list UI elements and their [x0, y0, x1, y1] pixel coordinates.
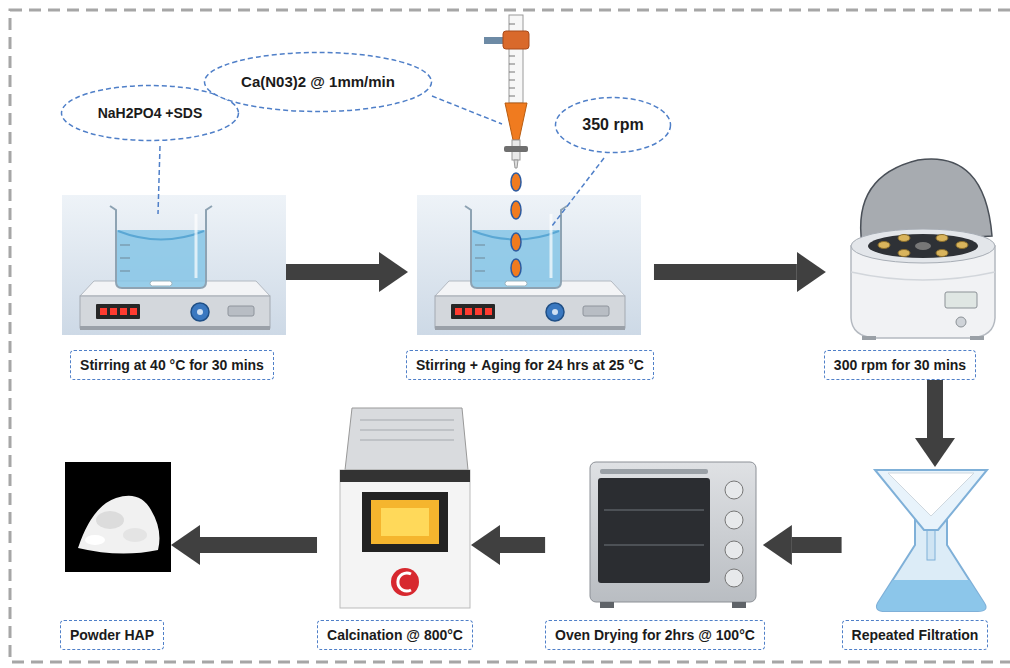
burette [509, 15, 523, 103]
callout-leader [432, 96, 502, 124]
muffle-furnace [362, 492, 448, 552]
process-arrow [200, 537, 317, 553]
centrifuge [945, 292, 977, 308]
filtration-flask [888, 473, 974, 516]
process-step: Powder HAP [60, 460, 173, 650]
drying-oven [598, 478, 710, 583]
frame-border [10, 10, 1010, 662]
filtration-flask [875, 470, 987, 611]
callout-ellipse [556, 98, 671, 153]
drying-oven [604, 510, 704, 545]
burette [504, 146, 528, 152]
drying-oven [600, 469, 708, 474]
muffle-furnace [345, 408, 468, 470]
process-step: Calcination @ 800°C [317, 405, 473, 650]
process-step: Stirring + Aging for 24 hrs at 25 °C [406, 195, 654, 380]
muffle-furnace [391, 568, 419, 596]
centrifuge [851, 272, 995, 280]
muffle-furnace [340, 470, 470, 482]
drying-oven [725, 481, 743, 499]
hap-powder [123, 528, 147, 542]
muffle-furnace [371, 500, 439, 544]
filtration-flask [877, 520, 986, 611]
drying-oven [725, 541, 743, 559]
drying-oven [725, 511, 743, 529]
drying-oven [600, 602, 614, 608]
centrifuge [936, 235, 948, 242]
centrifuge [868, 234, 978, 258]
burette [511, 173, 521, 191]
step-caption: Calcination @ 800°C [317, 620, 473, 650]
callout-leader [158, 146, 160, 214]
centrifuge [878, 242, 890, 249]
callout-bubble: 350 rpm [554, 96, 672, 154]
hap-powder [65, 462, 171, 572]
callout-text: NaH2PO4 +SDS [98, 104, 203, 122]
filtration-flask [877, 580, 986, 611]
burette [505, 103, 527, 140]
centrifuge [851, 229, 995, 263]
centrifuge [898, 250, 910, 257]
centrifuge [851, 159, 995, 340]
process-step: Stirring at 40 °C for 30 mins [62, 195, 286, 380]
callout-bubble: Ca(N03)2 @ 1mm/min [203, 51, 433, 113]
centrifuge [898, 235, 910, 242]
muffle-furnace [360, 420, 454, 440]
callout-text: Ca(N03)2 @ 1mm/min [241, 73, 395, 91]
step-caption: Repeated Filtration [842, 620, 989, 650]
step-caption: Oven Drying for 2hrs @ 100°C [545, 620, 765, 650]
process-step: Oven Drying for 2hrs @ 100°C [545, 458, 765, 650]
burette [514, 160, 518, 168]
filtration-flask [875, 470, 987, 530]
burette [503, 31, 529, 49]
drying-oven [590, 462, 756, 608]
muffle-furnace [398, 573, 411, 591]
burette [511, 201, 521, 219]
process-step: 300 rpm for 30 mins [824, 150, 998, 380]
burette [511, 259, 521, 277]
centrifuge [936, 250, 948, 257]
centrifuge [956, 242, 968, 249]
callout-leader [552, 158, 604, 226]
step-caption: Powder HAP [60, 620, 164, 650]
drying-oven [732, 602, 746, 608]
hot-plate-stirrer [62, 195, 286, 335]
hap-powder [96, 511, 124, 529]
hot-plate-stirrer [417, 195, 641, 335]
centrifuge [970, 336, 984, 340]
burette [511, 233, 521, 251]
hap-powder [85, 535, 105, 545]
step-caption: Stirring at 40 °C for 30 mins [70, 350, 274, 380]
step-caption: 300 rpm for 30 mins [824, 350, 976, 380]
centrifuge [915, 242, 931, 250]
callout-ellipse [62, 86, 239, 141]
process-arrow [792, 537, 842, 553]
burette [484, 15, 529, 277]
filtration-flask [927, 526, 935, 560]
hap-powder [78, 496, 159, 554]
drying-oven [590, 462, 756, 602]
process-step: Repeated Filtration [842, 465, 992, 650]
muffle-furnace [340, 470, 470, 608]
process-arrow [927, 380, 943, 438]
muffle-furnace [340, 408, 470, 608]
hap-powder [65, 462, 171, 572]
drying-oven [725, 569, 743, 587]
centrifuge [862, 336, 876, 340]
process-arrow [654, 264, 797, 280]
step-caption: Stirring + Aging for 24 hrs at 25 °C [406, 350, 654, 380]
centrifuge [956, 317, 966, 327]
muffle-furnace [381, 508, 429, 536]
process-arrow [286, 264, 379, 280]
callout-text: 350 rpm [582, 116, 643, 134]
callout-ellipse [205, 53, 432, 112]
process-arrow [500, 537, 545, 553]
